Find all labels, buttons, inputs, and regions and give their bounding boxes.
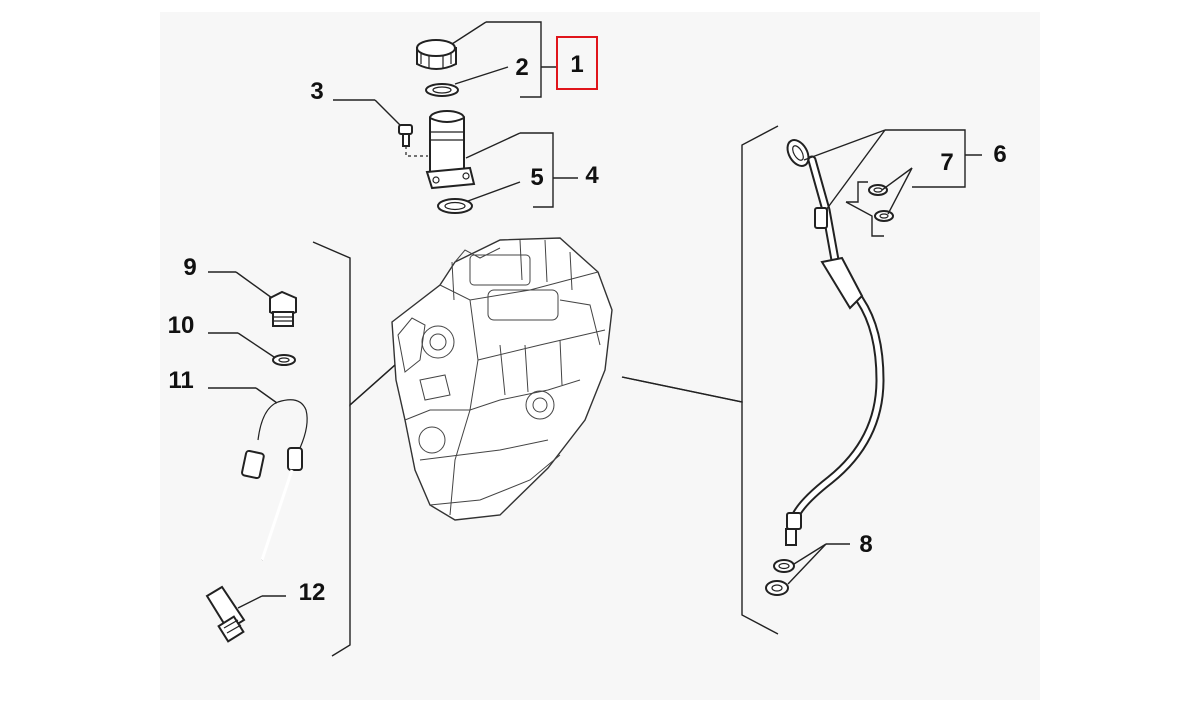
callout-9[interactable]: 9: [183, 254, 196, 281]
callout-11[interactable]: 11: [168, 367, 193, 394]
callout-8[interactable]: 8: [859, 531, 872, 558]
engine-block: [391, 237, 613, 521]
callout-2[interactable]: 2: [515, 54, 528, 81]
callout-7[interactable]: 7: [940, 149, 953, 176]
pressure-switch: [205, 585, 246, 643]
callout-10[interactable]: 10: [168, 312, 195, 339]
oil-filler-assembly: [398, 39, 476, 214]
callout-6[interactable]: 6: [993, 141, 1006, 168]
callout-12[interactable]: 12: [299, 579, 326, 606]
callout-4[interactable]: 4: [585, 162, 599, 189]
filler-neck: [425, 110, 476, 190]
callout-1[interactable]: 1: [570, 51, 583, 78]
neck-seal-ring: [437, 198, 473, 214]
bolt-3: [398, 124, 428, 157]
drain-plug: [269, 290, 297, 327]
callout-5[interactable]: 5: [530, 164, 543, 191]
filler-cap: [416, 39, 457, 70]
callout-1-highlight-box: [556, 36, 598, 90]
drain-washer: [272, 354, 296, 366]
dipstick-handle: [786, 139, 828, 229]
dipstick-tube: [785, 155, 885, 546]
tube-seals: [765, 559, 795, 596]
cap-seal-ring: [425, 83, 459, 97]
oil-level-sensor: [241, 399, 308, 561]
callout-3[interactable]: 3: [310, 78, 323, 105]
